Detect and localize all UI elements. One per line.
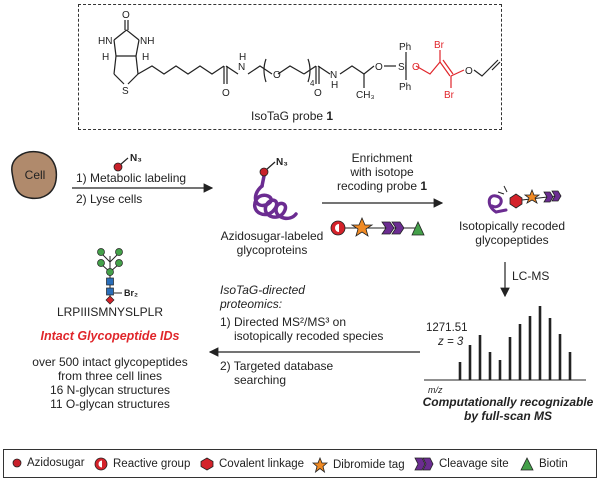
cell-label: Cell	[24, 168, 46, 182]
biotin-triangle-icon	[520, 457, 534, 471]
step2-label: 2) Lyse cells	[76, 192, 143, 206]
mz-axis-label: m/z	[428, 385, 443, 395]
glycan-tree-icon	[97, 248, 123, 305]
enrich-label-2: with isotope	[350, 165, 414, 179]
azidosugar-icon	[12, 458, 22, 468]
atom-nh: NH	[140, 36, 154, 47]
n3-label-arrow: N₃	[130, 153, 142, 164]
legend-azidosugar: Azidosugar	[12, 457, 85, 469]
atom-n-amide2: N	[330, 70, 337, 81]
atom-hn: HN	[98, 36, 112, 47]
directed-3: 1) Directed MS²/MS³ on	[220, 315, 347, 329]
reactive-group-icon	[94, 457, 108, 471]
stat-3: 16 N-glycan structures	[49, 383, 171, 397]
atom-si: Si	[398, 62, 407, 73]
cleavage-site-icon	[414, 457, 434, 471]
azidosugar-icon-arrow	[113, 162, 123, 172]
peptide-sequence: LRPIIISMNYSLPLR	[56, 305, 164, 319]
atom-o-amide2: O	[314, 88, 322, 99]
dibromide-star-icon	[312, 457, 328, 473]
directed-6: searching	[234, 373, 287, 387]
covalent-linkage-icon	[200, 457, 214, 471]
peg-subscript: 4	[310, 79, 315, 88]
directed-1: IsoTaG-directed	[220, 283, 305, 297]
enrich-label-3: recoding probe 1	[336, 179, 428, 193]
comp-caption-1: Computationally recognizable	[422, 395, 594, 409]
legend: Azidosugar Reactive group Covalent linka…	[3, 449, 597, 478]
probe-structure-box: O HN NH H H S N H O O 4 O N H O CH₃ Si P…	[78, 4, 502, 130]
mass-spectrum	[424, 306, 586, 381]
recoded-glycopeptide-icon	[487, 188, 562, 214]
n3-label-protein: N₃	[276, 157, 288, 168]
isotopic-caption-1: Isotopically recoded	[458, 219, 566, 233]
stat-4: 11 O-glycan structures	[50, 397, 170, 411]
directed-5: 2) Targeted database	[220, 359, 334, 373]
atom-o-end: O	[465, 66, 473, 77]
atom-o-peg: O	[273, 70, 281, 81]
atom-h-top: H	[102, 52, 109, 63]
enrich-label-1: Enrichment	[351, 151, 413, 165]
atom-ph-bottom: Ph	[399, 82, 411, 93]
directed-4: isotopically recoded species	[234, 329, 384, 343]
peak-z-label: z = 3	[438, 336, 464, 348]
glycoprotein-icon	[252, 174, 298, 221]
atom-ch3: CH₃	[356, 90, 375, 101]
probe-caption: IsoTaG probe 1	[251, 109, 334, 123]
br2-label: Br₂	[124, 288, 139, 298]
peak-mz-label: 1271.51	[426, 322, 468, 334]
workflow-graphics	[11, 150, 586, 381]
atom-o-red: O	[412, 62, 420, 73]
lcms-label: LC-MS	[512, 269, 550, 283]
atom-n-amide: N	[238, 62, 245, 73]
probe-structure: O HN NH H H S N H O O 4 O N H O CH₃ Si P…	[98, 10, 500, 101]
atom-br-top: Br	[434, 40, 445, 51]
azido-caption-2: glycoproteins	[236, 243, 308, 257]
isotopic-caption-2: glycopeptides	[475, 233, 549, 247]
azido-caption-1: Azidosugar-labeled	[220, 229, 324, 243]
atom-s: S	[122, 86, 129, 97]
atom-o-si: O	[375, 62, 383, 73]
atom-o-amide1: O	[222, 88, 230, 99]
atom-h-bottom: H	[142, 52, 149, 63]
atom-h-amide1: H	[239, 52, 246, 63]
legend-covalent: Covalent linkage	[200, 457, 304, 471]
atom-br-bottom: Br	[444, 90, 455, 101]
comp-caption-2: by full-scan MS	[463, 409, 552, 423]
directed-2: proteomics:	[220, 297, 283, 311]
legend-cleavage: Cleavage site	[414, 457, 509, 471]
cell-shape	[11, 150, 58, 200]
stat-2: from three cell lines	[57, 369, 163, 383]
stat-1: over 500 intact glycopeptides	[32, 355, 188, 369]
legend-reactive: Reactive group	[94, 457, 190, 471]
intact-title: Intact Glycopeptide IDs	[40, 329, 180, 343]
atom-ph-top: Ph	[399, 42, 411, 53]
legend-dibromide: Dibromide tag	[312, 457, 405, 473]
legend-biotin: Biotin	[520, 457, 568, 471]
atom-h-amide2: H	[331, 80, 338, 91]
probe-chain-icon	[330, 216, 425, 237]
atom-o-carbonyl: O	[122, 10, 130, 21]
azidosugar-icon-protein	[259, 167, 269, 177]
step1-label: 1) Metabolic labeling	[76, 171, 187, 185]
